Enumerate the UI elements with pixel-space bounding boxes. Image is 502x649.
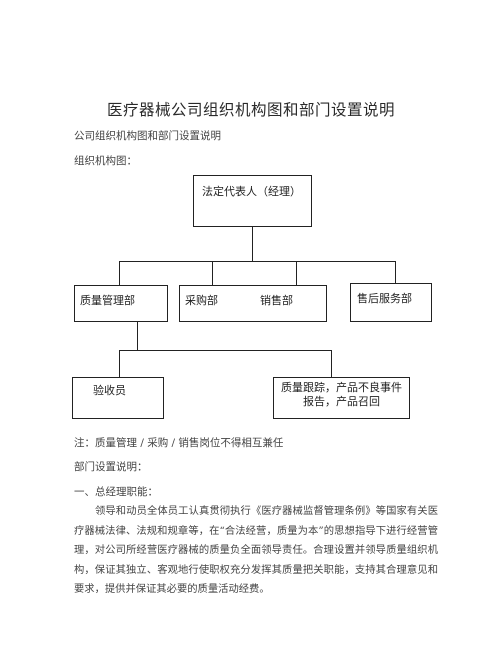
dept-label-sales: 销售部 [260, 294, 293, 307]
connector-sub-2 [331, 350, 332, 377]
connector-dept-1 [119, 261, 120, 285]
document-title: 医疗器械公司组织机构图和部门设置说明 [106, 101, 395, 119]
connector-root-down [252, 227, 253, 261]
org-chart-label: 组织机构图： [74, 155, 137, 167]
connector-quality-down [137, 322, 138, 350]
section1-heading: 一、总经理职能： [74, 486, 158, 498]
section-label: 部门设置说明： [74, 461, 148, 473]
note: 注：质量管理 / 采购 / 销售岗位不得相互兼任 [74, 437, 284, 449]
dept-box-sales: 销售部 [250, 285, 327, 322]
sub-box-inspector: 验收员 [72, 377, 164, 419]
connector-dept-2 [212, 261, 213, 285]
section1-body: 领导和动员全体员工认真贯彻执行《医疗器械监督管理条例》等国家有关医疗器械法律、法… [74, 502, 438, 600]
sub-label-inspector: 验收员 [93, 384, 126, 397]
connector-sub-1 [119, 350, 120, 377]
org-root-label: 法定代表人（经理） [202, 185, 301, 198]
dept-label-purchasing: 采购部 [185, 294, 218, 307]
org-root-box: 法定代表人（经理） [193, 175, 312, 227]
dept-box-sales-edge [326, 285, 327, 322]
document-subtitle: 公司组织机构图和部门设置说明 [74, 130, 221, 142]
connector-dept-3 [296, 261, 297, 285]
dept-label-aftersales: 售后服务部 [357, 292, 412, 305]
dept-box-quality: 质量管理部 [74, 285, 168, 322]
section1-paragraph: 领导和动员全体员工认真贯彻执行《医疗器械监督管理条例》等国家有关医疗器械法律、法… [74, 505, 438, 596]
connector-sub-bar [119, 350, 331, 351]
sub-box-quality-tracking: 质量跟踪，产品不良事件报告，产品召回 [273, 377, 410, 419]
dept-label-quality: 质量管理部 [80, 294, 135, 307]
dept-box-aftersales: 售后服务部 [350, 283, 432, 322]
connector-dept-bar [119, 261, 395, 262]
connector-dept-4 [395, 261, 396, 283]
sub-label-quality-tracking: 质量跟踪，产品不良事件报告，产品召回 [281, 381, 402, 408]
